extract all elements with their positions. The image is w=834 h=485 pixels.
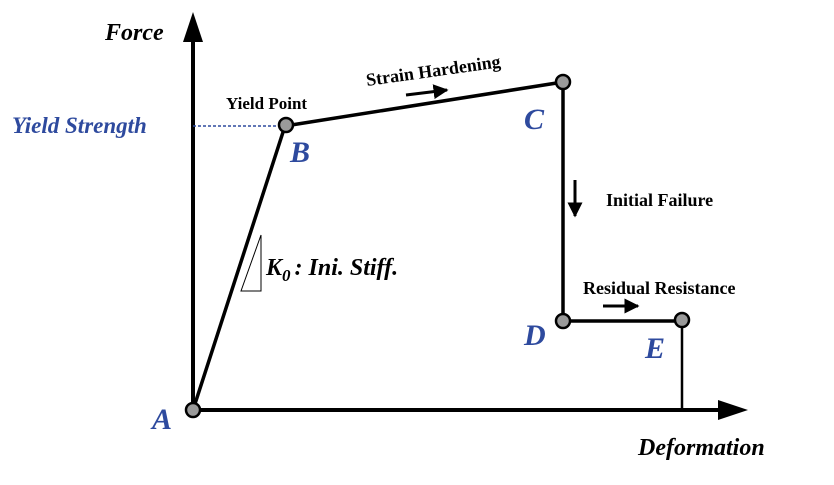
point-e-marker (673, 311, 691, 329)
strain-hardening-label: Strain Hardening (365, 51, 502, 90)
point-d-marker (554, 312, 572, 330)
stiffness-label: K0: Ini. Stiff. (265, 255, 398, 285)
segment-a-b (191, 125, 287, 411)
point-a-label: A (150, 403, 172, 436)
point-a-marker (184, 401, 202, 419)
initial-failure-label: Initial Failure (606, 190, 713, 210)
segment-b-c (284, 80, 564, 128)
stiffness-triangle (240, 234, 262, 292)
x-axis-arrowhead (718, 400, 748, 420)
strain-hardening-arrow (405, 84, 449, 100)
point-e-label: E (644, 332, 665, 365)
point-c-label: C (524, 103, 545, 136)
point-d-label: D (523, 319, 546, 352)
y-axis-arrowhead (183, 12, 203, 42)
point-b-marker (277, 116, 295, 134)
y-axis-title: Force (104, 20, 164, 46)
point-b-label: B (289, 136, 310, 169)
residual-resistance-label: Residual Resistance (583, 278, 736, 298)
yield-strength-label: Yield Strength (12, 113, 147, 138)
x-axis-title: Deformation (637, 435, 765, 461)
point-c-marker (554, 73, 572, 91)
yield-point-label: Yield Point (226, 94, 307, 113)
